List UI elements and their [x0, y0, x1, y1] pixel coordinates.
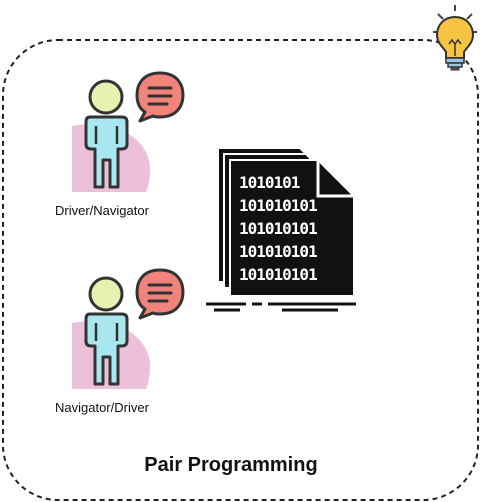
binary-line: 101010101 — [239, 219, 317, 238]
role-label-driver-navigator: Driver/Navigator — [55, 203, 149, 218]
binary-line: 101010101 — [239, 242, 317, 261]
person-with-speech-bubble-icon — [72, 71, 185, 192]
binary-line: 101010101 — [239, 196, 317, 215]
lightbulb-icon — [433, 5, 477, 71]
diagram-title: Pair Programming — [144, 454, 318, 476]
binary-line: 1010101 — [239, 173, 300, 192]
binary-code-document-icon: 1010101 101010101 101010101 101010101 10… — [206, 147, 356, 312]
role-label-navigator-driver: Navigator/Driver — [55, 400, 149, 415]
person-with-speech-bubble-icon — [72, 268, 185, 389]
dashed-border — [2, 39, 479, 501]
binary-line: 101010101 — [239, 265, 317, 284]
